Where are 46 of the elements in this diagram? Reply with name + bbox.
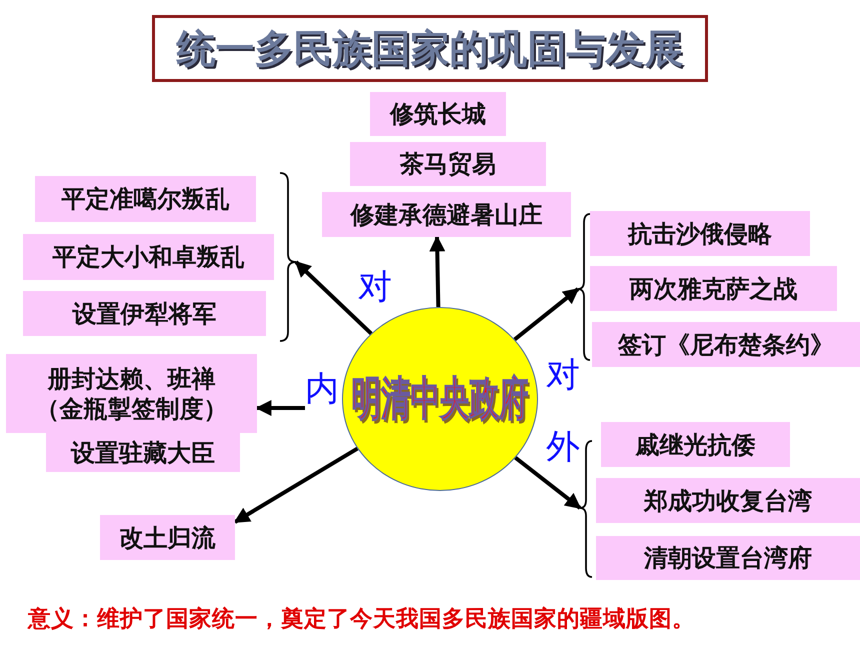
event-text: 两次雅克萨之战 bbox=[630, 274, 798, 304]
side-label: 对 bbox=[358, 270, 392, 304]
arrow bbox=[513, 287, 580, 342]
event-text: 修建承德避暑山庄 bbox=[350, 200, 542, 230]
curly-brace bbox=[580, 440, 592, 578]
event-text: 平定大小和卓叛乱 bbox=[52, 242, 244, 272]
arrow bbox=[294, 260, 373, 335]
event-text: 清朝设置台湾府 bbox=[644, 543, 812, 573]
arrow bbox=[234, 446, 358, 524]
event-box bbox=[46, 433, 240, 472]
event-box bbox=[322, 192, 571, 237]
curly-brace bbox=[578, 213, 590, 361]
event-text: 郑成功收复台湾 bbox=[644, 486, 812, 516]
event-text: 茶马贸易 bbox=[400, 149, 496, 179]
side-label: 对 bbox=[546, 358, 580, 392]
curly-brace bbox=[280, 172, 296, 342]
event-text: 抗击沙俄侵略 bbox=[628, 218, 772, 248]
event-box bbox=[35, 176, 256, 222]
event-box bbox=[6, 354, 257, 433]
event-box bbox=[100, 515, 235, 560]
event-box bbox=[590, 266, 837, 311]
event-box bbox=[596, 536, 860, 580]
arrow bbox=[255, 400, 305, 416]
event-box bbox=[590, 211, 810, 256]
event-box bbox=[23, 234, 274, 280]
arrow bbox=[514, 456, 582, 510]
event-text: 戚继光抗倭 bbox=[636, 430, 756, 460]
event-text: 册封达赖、班禅（金瓶掣签制度） bbox=[34, 364, 228, 424]
title: 统一多民族国家的巩固与发展 bbox=[152, 15, 708, 82]
event-text: 设置驻藏大臣 bbox=[71, 438, 215, 468]
event-box bbox=[601, 422, 790, 467]
event-text: 设置伊犁将军 bbox=[72, 298, 216, 328]
event-box bbox=[592, 322, 860, 367]
side-label: 外 bbox=[546, 430, 580, 464]
event-text: 改土归流 bbox=[120, 522, 216, 552]
center-label: 明清中央政府 bbox=[352, 370, 528, 427]
event-text: 签订《尼布楚条约》 bbox=[618, 330, 834, 360]
event-text: 修筑长城 bbox=[390, 99, 486, 129]
event-box bbox=[23, 291, 266, 336]
arrow bbox=[429, 235, 446, 308]
event-text: 平定准噶尔叛乱 bbox=[62, 184, 230, 214]
side-label: 内 bbox=[305, 372, 339, 406]
event-box bbox=[370, 92, 506, 136]
caption: 意义：维护了国家统一，奠定了今天我国多民族国家的疆域版图。 bbox=[28, 605, 695, 634]
event-box bbox=[350, 142, 546, 186]
event-box bbox=[596, 478, 860, 523]
